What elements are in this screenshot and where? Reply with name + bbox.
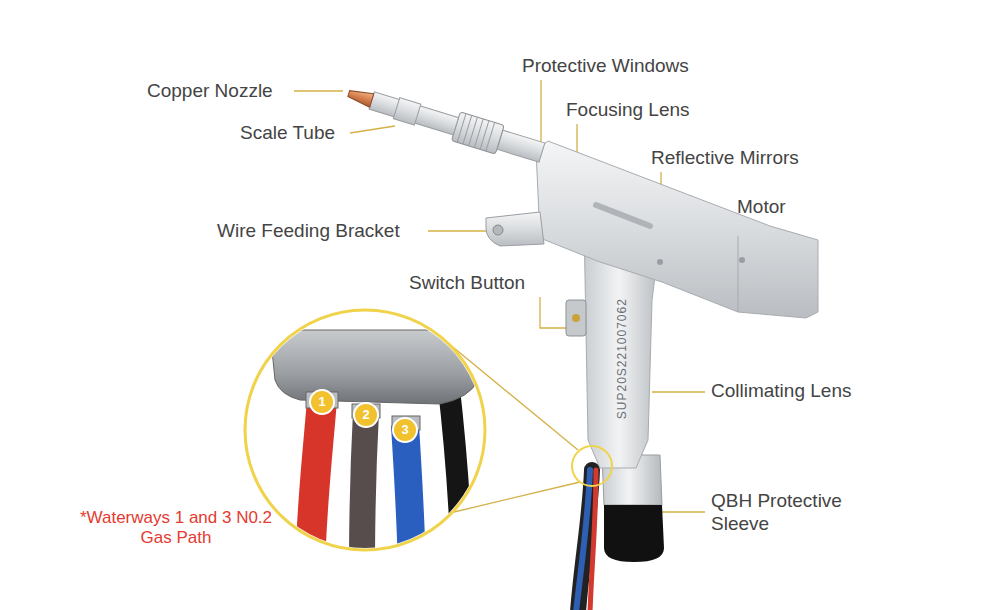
part-label: Switch Button [409,272,525,295]
part-label: Reflective Mirrors [651,147,799,170]
part-label: Copper Nozzle [147,80,273,103]
part-label: Protective Windows [522,55,689,78]
note-text: *Waterways 1 and 3 N0.2 Gas Path [76,508,276,549]
callout-number: 3 [395,422,415,438]
cables [576,470,596,610]
zoom-marker [572,446,612,486]
serial-number: SUP20S221007062 [615,299,629,419]
part-label: Focusing Lens [566,99,690,122]
gun-head [536,141,818,318]
zoom-detail [240,305,490,568]
switch-button [566,300,586,336]
zoom-circle [245,310,485,550]
part-label: Wire Feeding Bracket [217,220,400,243]
part-label: Scale Tube [240,122,335,145]
wire-bracket [486,212,544,246]
part-label: Motor [737,196,786,219]
callout-number: 1 [312,394,332,410]
part-label: Collimating Lens [711,380,851,403]
nozzle-assembly [344,79,546,167]
callout-number: 2 [356,407,376,423]
part-label: QBH Protective Sleeve [711,490,876,536]
